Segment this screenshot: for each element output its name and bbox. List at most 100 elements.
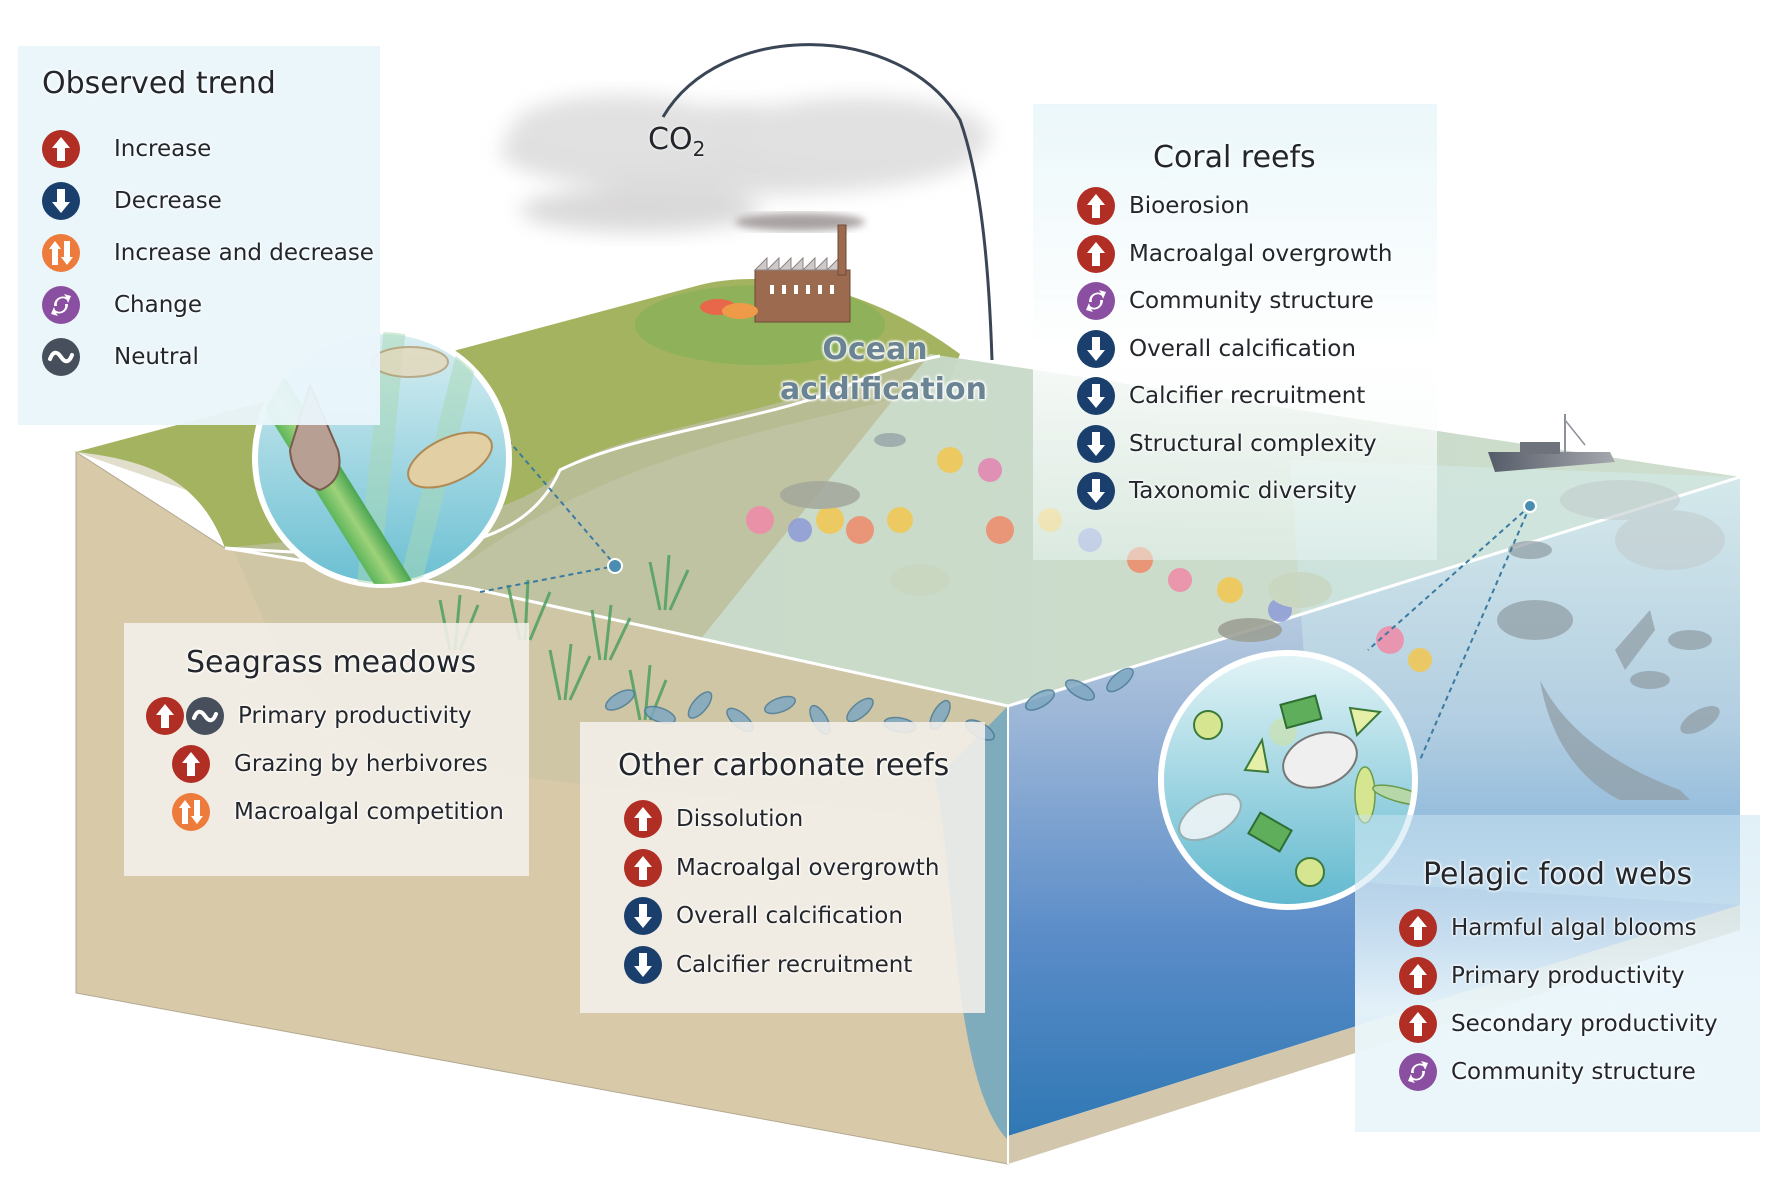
legend-item-label: Increase and decrease	[114, 240, 374, 266]
trend-icons	[624, 848, 662, 887]
trend-item: Community structure	[1399, 1053, 1696, 1091]
legend-title: Observed trend	[42, 66, 276, 101]
trend-item: Grazing by herbivores	[172, 745, 488, 783]
co2-flux-arc	[661, 43, 994, 361]
trend-item-label: Bioerosion	[1129, 193, 1250, 219]
increase-arrow-icon	[1399, 909, 1437, 947]
increase-arrow-icon	[624, 800, 662, 838]
ocean-acidification-line1: Ocean	[822, 332, 928, 367]
trend-item-label: Community structure	[1451, 1059, 1696, 1085]
marine-animals	[874, 433, 1720, 800]
pelagic-food-webs-title: Pelagic food webs	[1423, 857, 1693, 892]
trend-icons	[1077, 234, 1115, 273]
decrease-arrow-icon	[624, 897, 662, 935]
trend-item: Calcifier recruitment	[624, 945, 912, 984]
increase-arrow-icon	[1399, 957, 1437, 995]
legend-item-label: Decrease	[114, 188, 222, 214]
legend-item: Change	[42, 286, 202, 324]
copepod-icon	[1282, 731, 1358, 789]
trend-item-label: Community structure	[1129, 288, 1374, 314]
plankton-callout-dot	[1523, 499, 1537, 513]
trend-item-label: Taxonomic diversity	[1129, 478, 1357, 504]
tuna-silhouette	[1615, 610, 1655, 670]
trend-item: Overall calcification	[624, 897, 903, 935]
co2-subscript: 2	[692, 137, 706, 161]
trend-item: Bioerosion	[1077, 187, 1249, 225]
trend-item-label: Harmful algal blooms	[1451, 915, 1697, 941]
trend-item-label: Primary productivity	[238, 703, 472, 729]
fish-silhouette	[1508, 541, 1552, 559]
decrease-arrow-icon	[42, 182, 80, 220]
legend-item-label: Neutral	[114, 344, 199, 370]
change-cycle-icon	[1077, 282, 1115, 320]
fishing-boat	[1488, 414, 1615, 472]
ocean-acidification-line2: acidification	[780, 372, 987, 407]
trend-icons	[1077, 187, 1115, 225]
trend-icons	[624, 800, 662, 838]
trend-item: Community structure	[1077, 282, 1374, 320]
copepod-icon	[1178, 792, 1242, 842]
fish-silhouette	[1668, 630, 1712, 650]
trend-icons	[1399, 1005, 1437, 1043]
legend-item-label: Change	[114, 292, 203, 318]
increase-arrow-icon	[42, 130, 80, 168]
decrease-arrow-icon	[1077, 472, 1115, 510]
legend-item-label: Increase	[114, 136, 212, 162]
trend-item: Dissolution	[624, 800, 803, 838]
neutral-wave-icon	[186, 697, 224, 735]
increase-arrow-icon	[1077, 234, 1115, 273]
fish-silhouette	[1680, 706, 1720, 734]
trend-item: Calcifier recruitment	[1077, 377, 1365, 415]
trend-item: Primary productivity	[146, 697, 472, 735]
amphipod-icon	[371, 346, 449, 378]
factory	[753, 224, 851, 323]
trend-item: Macroalgal overgrowth	[1077, 234, 1392, 273]
other-carbonate-reefs-title: Other carbonate reefs	[618, 748, 950, 783]
cars	[700, 299, 758, 319]
trend-item: Harmful algal blooms	[1399, 909, 1697, 947]
decrease-arrow-icon	[1077, 329, 1115, 368]
trend-icons	[1399, 1053, 1437, 1091]
amphipod-icon	[407, 431, 493, 489]
trend-icons	[624, 945, 662, 984]
trend-item-label: Dissolution	[676, 806, 804, 832]
trend-item-label: Calcifier recruitment	[1129, 383, 1366, 409]
trend-icons	[1077, 282, 1115, 320]
trend-item: Macroalgal overgrowth	[624, 848, 940, 887]
change-cycle-icon	[42, 286, 80, 324]
trend-item-label: Overall calcification	[676, 903, 903, 929]
decrease-arrow-icon	[624, 945, 662, 984]
trend-item: Taxonomic diversity	[1077, 472, 1357, 510]
decrease-arrow-icon	[1077, 424, 1115, 463]
increase-decrease-arrows-icon	[172, 793, 210, 831]
trend-item-label: Primary productivity	[1451, 963, 1685, 989]
trend-icons	[624, 897, 662, 935]
trend-icons	[1077, 377, 1115, 415]
increase-arrow-icon	[172, 745, 210, 783]
trend-item-label: Grazing by herbivores	[234, 751, 488, 777]
trend-item-label: Overall calcification	[1129, 335, 1356, 362]
decrease-arrow-icon	[1077, 377, 1115, 415]
seagrass-meadows-title: Seagrass meadows	[186, 645, 477, 680]
trend-item: Secondary productivity	[1399, 1005, 1718, 1043]
magnifier-leader-lines	[479, 439, 1531, 761]
co2-text: CO	[648, 122, 693, 157]
fish-school	[1560, 480, 1725, 570]
trend-icons	[1077, 424, 1115, 463]
seagrass-callout-dot	[607, 558, 623, 574]
trend-item-label: Macroalgal overgrowth	[676, 854, 940, 881]
trend-icons	[146, 697, 224, 735]
ocean-acidification-label: Ocean acidification	[780, 330, 987, 410]
trend-item-label: Secondary productivity	[1451, 1011, 1718, 1037]
legend-item: Decrease	[42, 182, 222, 220]
trend-icons	[172, 745, 210, 783]
increase-arrow-icon	[624, 848, 662, 887]
trend-item: Primary productivity	[1399, 957, 1685, 995]
increase-arrow-icon	[1077, 187, 1115, 225]
fish-silhouette	[1630, 671, 1670, 689]
increase-decrease-arrows-icon	[42, 234, 80, 272]
trend-icons	[1399, 957, 1437, 995]
